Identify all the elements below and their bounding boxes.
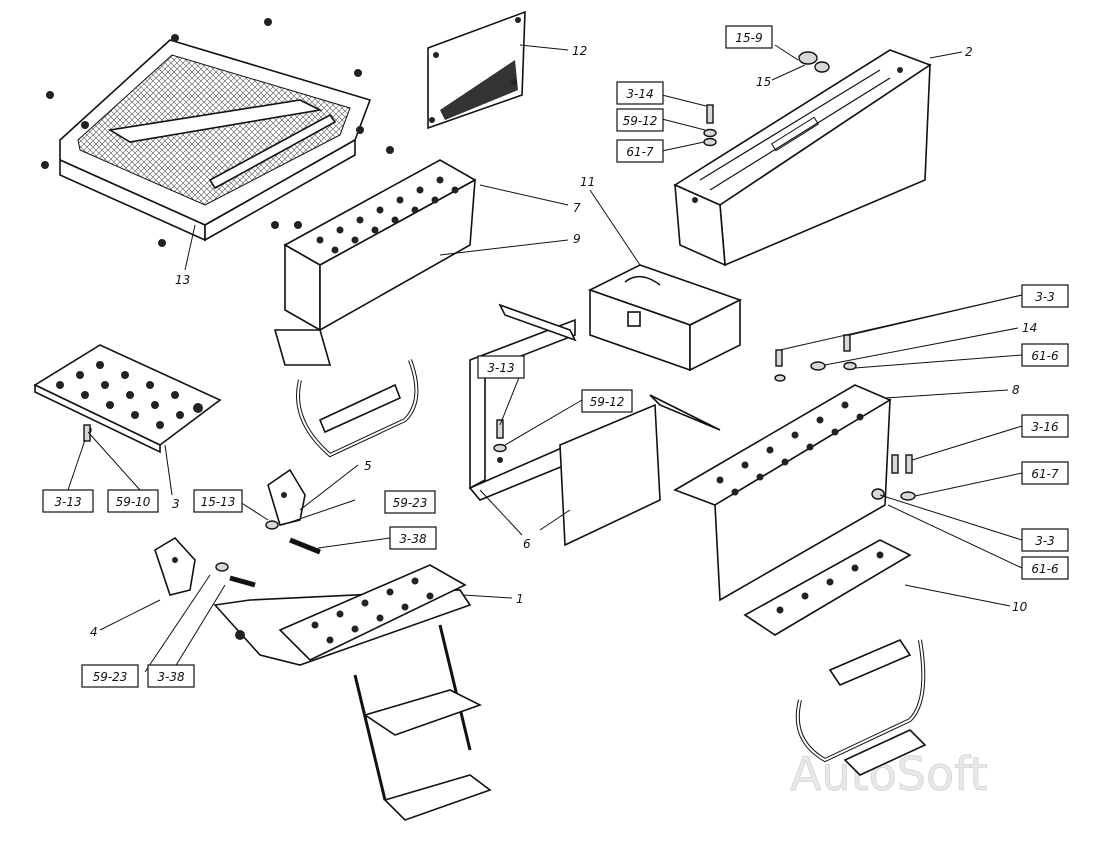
svg-text:3-13: 3-13 [487,361,514,375]
callout-8: 8 [1012,383,1020,397]
part-2-box [673,49,932,267]
ref-box: 61-6 [1021,343,1069,367]
leader-lines [67,44,1023,673]
ref-box: 61-7 [616,139,664,163]
callout-9: 9 [573,232,581,246]
callout-6: 6 [523,537,531,551]
ref-box: 59-23 [81,664,139,688]
ref-box: 3-14 [616,81,664,105]
ref-box: 59-10 [107,489,159,513]
callout-12: 12 [572,44,587,58]
part-7-upper-step [273,159,477,458]
svg-text:3-38: 3-38 [399,532,427,546]
callout-3: 3 [172,497,180,511]
ref-box: 3-3 [1021,284,1069,308]
callout-1: 1 [516,592,524,606]
svg-text:3-3: 3-3 [1035,534,1055,548]
svg-text:61-6: 61-6 [1031,349,1059,363]
part-4-hinge [154,536,196,596]
callout-5: 5 [364,459,372,473]
callout-15: 15 [756,75,771,89]
svg-text:3-14: 3-14 [626,87,653,101]
svg-text:61-7: 61-7 [1031,467,1059,481]
part-11-toolbox [587,264,743,372]
ref-box: 3-38 [147,664,195,688]
part-12-plate [427,10,526,130]
svg-text:3-13: 3-13 [54,495,81,509]
svg-text:59-23: 59-23 [93,670,128,684]
svg-text:59-23: 59-23 [393,496,428,510]
ref-box: 15-13 [193,489,243,513]
ref-box: 59-12 [581,389,633,413]
ref-box: 3-16 [1021,414,1069,438]
svg-text:59-12: 59-12 [623,114,658,128]
ref-box: 3-3 [1021,528,1069,552]
ref-box: 3-38 [389,526,437,550]
part-15-nuts [798,51,830,73]
svg-text:59-12: 59-12 [590,395,625,409]
svg-text:3-16: 3-16 [1031,420,1059,434]
callout-2: 2 [965,45,973,59]
callout-14: 14 [1022,321,1037,335]
part-10-right-lower-step [743,539,927,776]
callout-7: 7 [573,201,581,215]
callout-11: 11 [580,175,595,189]
part-3-step-plate [33,344,222,454]
part-5-hinge [267,468,306,526]
callout-4: 4 [90,625,98,639]
svg-text:61-6: 61-6 [1031,562,1059,576]
callout-13: 13 [175,273,190,287]
svg-text:15-9: 15-9 [735,31,762,45]
reference-boxes: 15-9 3-14 59-12 61-7 3-3 61-6 3-13 59-12… [42,25,1069,688]
ref-box: 61-7 [1021,461,1069,485]
ref-box: 61-6 [1021,556,1069,580]
svg-text:15-13: 15-13 [201,495,236,509]
svg-text:3-38: 3-38 [157,670,185,684]
callout-numbers: 1 2 3 4 5 6 7 8 9 10 11 12 13 14 15 [90,44,1037,639]
ref-box: 3-13 [42,489,94,513]
part-8-right-step [673,384,892,602]
callout-10: 10 [1012,600,1028,614]
part-13-mesh-mat [41,18,394,247]
ref-box: 59-23 [384,490,436,514]
svg-text:3-3: 3-3 [1035,290,1055,304]
ref-box: 3-13 [477,355,525,379]
svg-text:61-7: 61-7 [626,145,654,159]
ref-box: 15-9 [725,25,773,49]
ref-box: 59-12 [616,108,664,132]
part-1-lower-step [213,564,492,821]
svg-text:59-10: 59-10 [116,495,151,509]
fasteners [83,104,916,588]
